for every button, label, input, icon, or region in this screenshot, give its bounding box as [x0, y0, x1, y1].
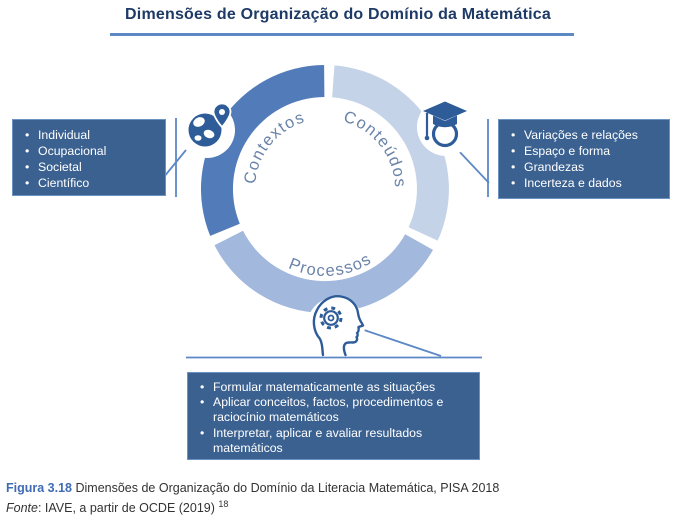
graduate-cap-icon	[417, 98, 475, 156]
gear-icon	[319, 306, 343, 330]
ring-segment-conteúdos	[332, 65, 449, 241]
conteudos-list: Variações e relaçõesEspaço e formaGrande…	[499, 120, 669, 197]
source-footnote-ref: 18	[218, 499, 229, 509]
caption-title-line: Figura 3.18 Dimensões de Organização do …	[6, 480, 499, 496]
head-gear-icon	[307, 295, 365, 357]
globe-location-icon	[179, 102, 235, 158]
figure-caption: Figura 3.18 Dimensões de Organização do …	[6, 480, 499, 516]
conteudos-box: Variações e relaçõesEspaço e formaGrande…	[498, 119, 670, 199]
list-item: Formular matematicamente as situações	[198, 380, 473, 395]
list-item: Ocupacional	[23, 143, 159, 159]
list-item: Societal	[23, 159, 159, 175]
title-underline	[110, 33, 574, 36]
connector-right-diagonal	[455, 147, 490, 184]
list-item: Espaço e forma	[509, 143, 663, 159]
processos-list: Formular matematicamente as situaçõesApl…	[188, 373, 479, 462]
contextos-list: IndividualOcupacionalSocietalCientífico	[13, 120, 165, 197]
source-prefix: Fonte	[6, 501, 38, 516]
ring-segment-contextos	[200, 65, 325, 236]
list-item: Variações e relações	[509, 127, 663, 143]
location-pin-icon	[212, 102, 232, 129]
diagram-title: Dimensões de Organização do Domínio da M…	[125, 6, 551, 23]
list-item: Grandezas	[509, 159, 663, 175]
source-text: : IAVE, a partir de OCDE (2019)	[37, 501, 215, 516]
figure-title-text: Dimensões de Organização do Domínio da L…	[75, 481, 500, 495]
list-item: Aplicar conceitos, factos, procedimentos…	[198, 395, 473, 425]
figure-number: Figura 3.18	[6, 481, 72, 495]
list-item: Interpretar, aplicar e avaliar resultado…	[198, 426, 473, 456]
ring	[200, 65, 449, 314]
ring-segment-processos	[214, 230, 433, 314]
list-item: Incerteza e dados	[509, 175, 663, 191]
list-item: Individual	[23, 127, 159, 143]
processos-box: Formular matematicamente as situaçõesApl…	[187, 372, 480, 460]
connector-bottom-diagonal	[360, 328, 442, 357]
contextos-box: IndividualOcupacionalSocietalCientífico	[12, 119, 166, 196]
list-item: Científico	[23, 175, 159, 191]
caption-source-line: Fonte: IAVE, a partir de OCDE (2019) 18	[6, 496, 499, 516]
